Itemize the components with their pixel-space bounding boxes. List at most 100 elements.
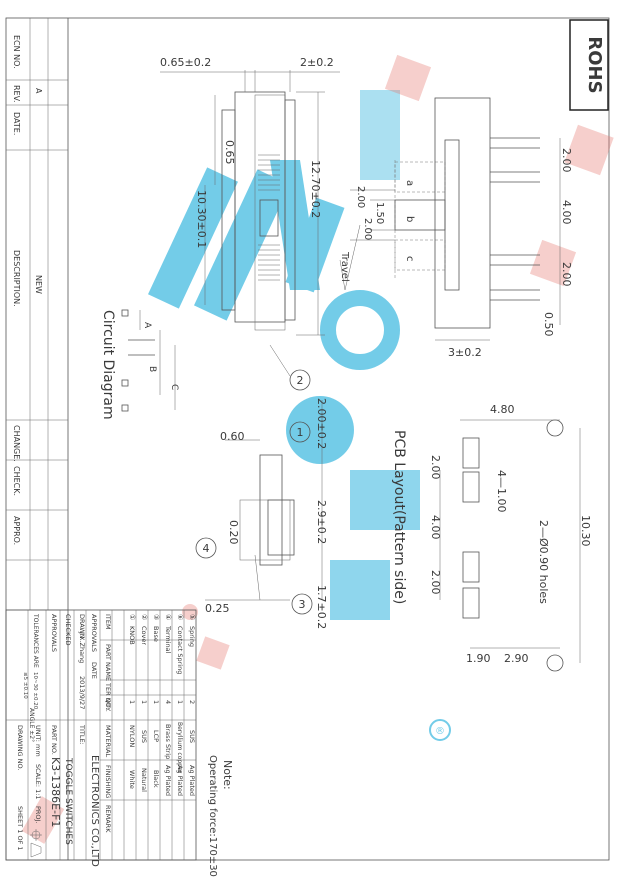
watermark: ® [148,90,451,741]
rohs-label: ROHS [584,36,605,93]
pcb-dim-190: 1.90 [466,652,491,665]
pcb-holes: 2—Ø0.90 holes [537,520,550,604]
tb-sheet: SHEET 1 OF 1 [16,806,24,851]
dim-200-02: 2.00±0.2 [315,398,328,449]
callout-3: 3 [291,593,313,615]
svg-text:1: 1 [152,700,160,704]
svg-text:1: 1 [140,700,148,704]
rev-change-label: CHANGE. [12,425,21,462]
tb-approvals-label: APPROVALS [90,614,98,652]
spring-top [258,154,280,281]
svg-text:1: 1 [297,426,304,439]
bom-row: ④ Terminal 4 Brass Strip Ag Plated [164,614,172,796]
bom-header-item: ITEM [104,614,112,630]
pcb-dim-200b: 2.00 [429,570,442,595]
rohs-badge: ROHS [569,19,609,111]
svg-text:Base: Base [152,626,160,642]
side-dim-3: 3±0.2 [448,346,482,359]
pin-detail-view [339,160,446,291]
dim-150: 1.50 [374,202,385,224]
side-dim-200b: 2.00 [560,262,573,287]
tb-title-label: TITLE: [78,724,86,745]
rev-date-label: DATE. [12,112,21,135]
svg-text:1: 1 [176,700,184,704]
bom-row: ⑤ Spring 2 SUS Ag Plated [188,614,196,796]
dim-1270: 12.70±0.2 [309,160,322,218]
bom-header-ter: TER NO. [104,682,112,709]
svg-text:Beryllium copper: Beryllium copper [176,722,183,774]
tb-drawn-label: DRAWN [78,614,86,639]
pcb-dim-1030: 10.30 [579,515,592,547]
svg-text:SUS: SUS [188,730,196,743]
tb-tolerances: TOLERANCES ARE [32,613,39,668]
bom-header-part: PART NAME [104,644,112,681]
tb-tol-2: ≤5 ±0.10 [22,672,28,699]
svg-text:⑤: ⑤ [188,614,196,620]
svg-text:Contact Spring: Contact Spring [176,626,184,674]
callout-1: 1 [289,421,311,443]
svg-text:④: ④ [164,614,172,620]
svg-text:①: ① [128,614,136,620]
dim-29: 2.9±0.2 [315,500,328,544]
rev-appro-label: APPRO. [12,516,21,545]
tb-part-no-label: PART NO. [50,725,58,755]
pcb-title: PCB Layout(Pattern side) [391,430,407,604]
svg-text:⑥: ⑥ [176,614,184,620]
callout-2: 2 [269,344,311,391]
svg-text:Terminal: Terminal [164,625,172,654]
svg-text:NYLON: NYLON [128,725,136,747]
pcb-dim-290: 2.90 [504,652,529,665]
pcb-dim-pad: 4—1.00 [495,470,508,513]
svg-text:②: ② [140,614,148,620]
title-block [5,609,197,861]
svg-text:4: 4 [164,700,172,704]
svg-text:Ag Plated: Ag Plated [188,765,196,796]
svg-text:Cover: Cover [140,626,148,645]
side-dim-200a: 2.00 [560,148,573,173]
circuit-diagram [121,309,176,412]
dim-020: 0.20 [227,520,240,545]
side-dim-050: 0.50 [542,312,555,337]
pcb-layout [439,419,581,672]
projection-symbol-icon [30,829,42,858]
travel-label: Travel [339,251,350,282]
tb-approvals: APPROVALS [50,614,58,652]
dim-060: 0.60 [220,430,245,443]
bottom-side-view [205,400,323,601]
tb-drawn-date: 2013/9/27 [78,676,86,709]
side-elevation [434,97,561,341]
svg-text:3: 3 [299,598,306,611]
note-text: Operating force:170±30gf [207,755,218,877]
bom-header-qty: QTY. [104,698,112,712]
svg-text:Natural: Natural [140,768,148,792]
bom-header-material: MATERIAL [104,725,112,758]
rev-new: NEW [34,275,43,294]
svg-text:Brass Strip: Brass Strip [164,724,172,759]
bom-row: ⑥ Contact Spring 1 Beryllium copper Ag P… [176,614,184,796]
circuit-label-c: C [169,384,179,390]
dim-top-right: 2±0.2 [300,56,334,69]
bom-row: ③ Base 1 LCP Black [152,614,160,788]
watermark-red [21,54,614,844]
svg-text:Ag Plated: Ag Plated [164,765,172,796]
revision-block [6,18,68,610]
registered-mark: ® [435,726,445,737]
tb-company: ELECTRONICS CO.,LTD [89,755,100,867]
tb-checked-label: CHECKED [64,614,72,645]
tb-angle: ANGLE ±2° [28,708,35,742]
tb-drawing-no: DRAWING NO. [16,725,24,770]
pin-a: a [404,180,415,186]
svg-text:Ag Plated: Ag Plated [176,765,184,796]
tb-scale: SCALE: 1:1 [34,764,42,800]
pcb-dim-200a: 2.00 [429,455,442,480]
bom-header-remark: REMARK [104,805,112,833]
svg-text:1: 1 [128,700,136,704]
tb-tol-1: 10~30 ±0.20 [32,672,38,710]
bom-row: ① KNOB 1 NYLON White [128,614,136,789]
tb-title-value: TOGGLE SWITCHES [63,757,73,845]
dim-1030: 10.30±0.1 [195,190,208,248]
tb-date-label: DATE [90,662,98,679]
svg-text:White: White [128,770,136,789]
circuit-label-a: A [142,322,152,329]
